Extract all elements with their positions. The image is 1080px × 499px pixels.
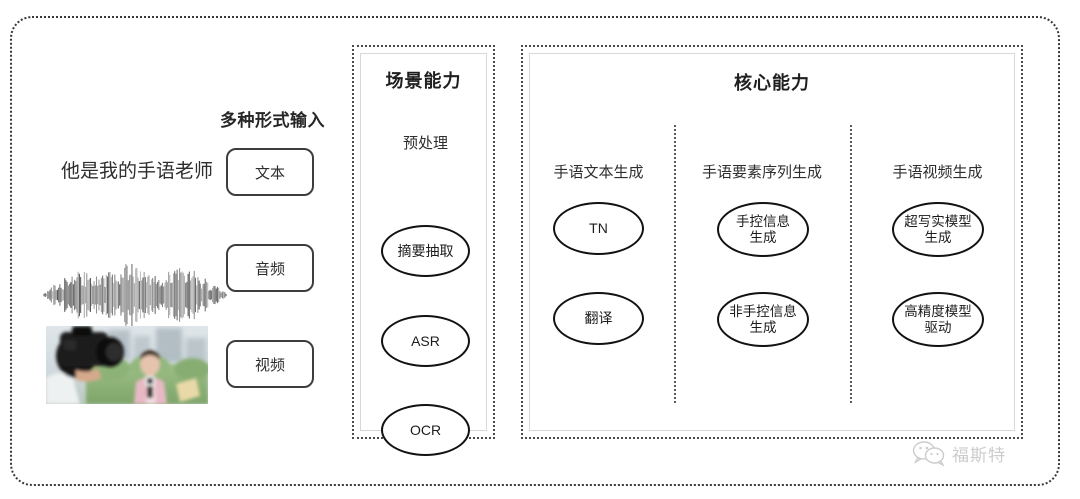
node-non-manual-signal-generation[interactable]: 非手控信息生成 — [717, 292, 809, 347]
node-manual-signal-generation[interactable]: 手控信息生成 — [717, 202, 809, 257]
core-column-sign-video-generation: 手语视频生成 超写实模型生成 高精度模型驱动 — [850, 47, 1025, 437]
node-high-precision-model-driving[interactable]: 高精度模型驱动 — [892, 292, 984, 347]
core-panel-title: 核心能力 — [734, 73, 810, 93]
scene-column-header: 预处理 — [402, 135, 448, 152]
input-box-text[interactable]: 文本 — [226, 148, 314, 196]
core-column-sign-element-sequence-generation: 手语要素序列生成 手控信息生成 非手控信息生成 — [674, 47, 850, 437]
core-column-separator-1 — [674, 125, 676, 403]
scene-capability-panel: 场景能力 预处理 摘要抽取 ASR OCR — [352, 45, 497, 456]
sample-sentence-text: 他是我的手语老师 — [60, 161, 213, 182]
video-thumbnail — [46, 326, 208, 404]
core-column-separator-2 — [850, 125, 852, 403]
watermark-text: 福斯特 — [952, 445, 1006, 465]
input-box-audio[interactable]: 音频 — [226, 244, 314, 292]
watermark: 福斯特 — [912, 434, 1052, 472]
core-column-sign-text-generation: 手语文本生成 TN 翻译 — [523, 47, 674, 437]
waveform-icon — [43, 259, 227, 331]
scene-column-preprocessing: 预处理 摘要抽取 ASR OCR — [354, 47, 497, 456]
node-asr[interactable]: ASR — [381, 315, 470, 367]
node-summary-extraction[interactable]: 摘要抽取 — [381, 225, 470, 277]
core-capability-panel: 核心能力 手语文本生成 TN 翻译 手语要素序列生成 手控信息生成 非手控信息生… — [521, 45, 1023, 439]
core-column-2-header: 手语视频生成 — [892, 164, 983, 181]
core-panel-inner-border — [529, 53, 1015, 431]
wechat-icon — [912, 441, 945, 466]
node-tn[interactable]: TN — [553, 202, 644, 255]
video-thumbnail-image — [46, 326, 208, 404]
core-column-0-header: 手语文本生成 — [553, 164, 644, 181]
multimodal-input-title: 多种形式输入 — [220, 111, 325, 130]
scene-panel-title: 场景能力 — [385, 71, 462, 91]
node-translation[interactable]: 翻译 — [553, 292, 644, 345]
core-column-1-header: 手语要素序列生成 — [701, 164, 822, 181]
node-ocr[interactable]: OCR — [381, 404, 470, 456]
outer-frame — [10, 16, 1060, 486]
input-box-video[interactable]: 视频 — [226, 340, 314, 388]
audio-waveform — [40, 259, 230, 331]
inputs-region: 多种形式输入 他是我的手语老师 — [28, 40, 328, 440]
node-photorealistic-model-generation[interactable]: 超写实模型生成 — [892, 202, 984, 257]
